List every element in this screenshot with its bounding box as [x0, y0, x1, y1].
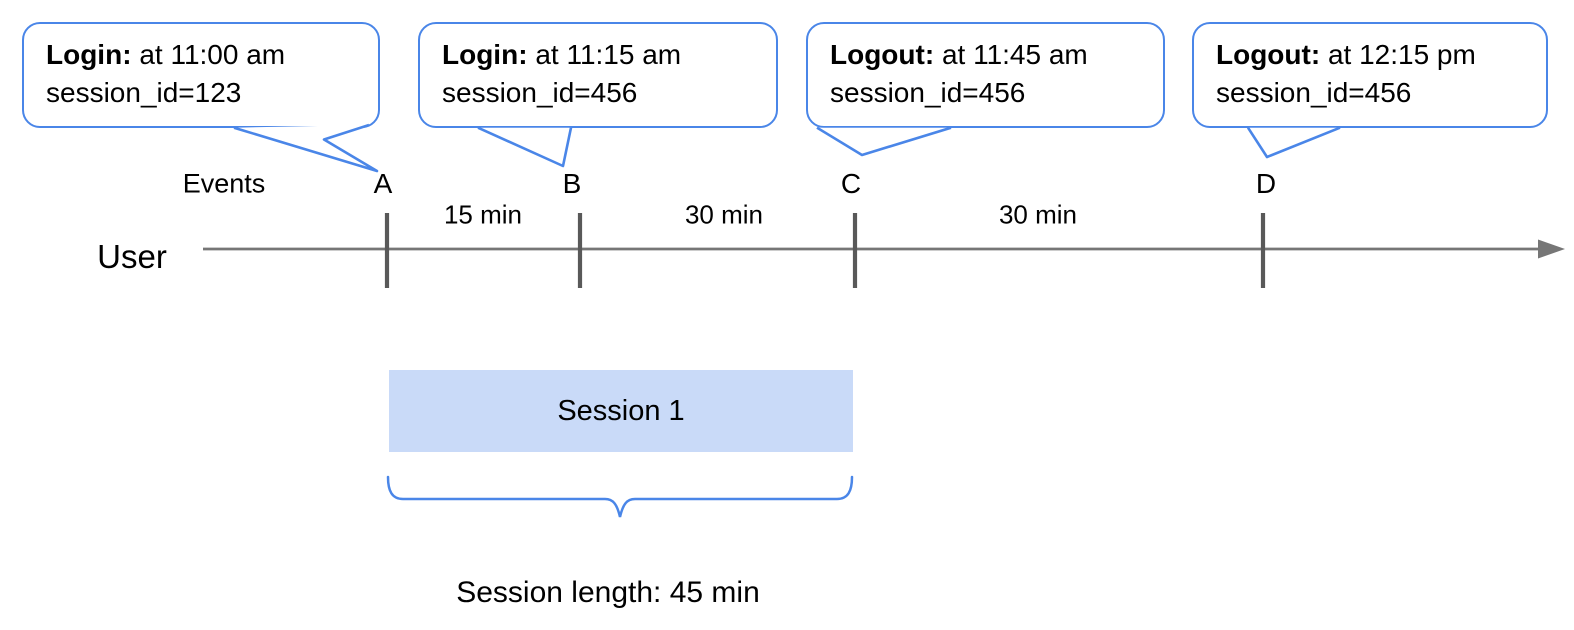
event-time: at 11:45 am: [941, 39, 1088, 70]
event-time: at 11:15 am: [535, 39, 682, 70]
callout-line-1: Login: at 11:00 am: [46, 36, 370, 74]
event-session-id: session_id=456: [830, 77, 1026, 108]
callout-tail-c: [816, 126, 952, 157]
session-length-label: Session length: 45 min: [456, 576, 760, 609]
callout-tail-d: [1246, 126, 1341, 159]
event-time: at 11:00 am: [139, 39, 286, 70]
event-letter-d: D: [1255, 168, 1277, 199]
callout-event-a: Login: at 11:00 am session_id=123: [22, 22, 380, 128]
events-label: Events: [182, 168, 266, 199]
event-session-id: session_id=456: [1216, 77, 1412, 108]
event-letter-b: B: [562, 168, 582, 199]
interval-label-bc: 30 min: [684, 199, 764, 230]
event-type-label: Logout:: [1216, 39, 1321, 70]
callout-tail-a: [233, 123, 379, 173]
event-time: at 12:15 pm: [1327, 39, 1476, 70]
interval-label-cd: 30 min: [998, 199, 1078, 230]
callout-event-c: Logout: at 11:45 am session_id=456: [806, 22, 1165, 128]
event-type-label: Logout:: [830, 39, 935, 70]
session-box-label: Session 1: [557, 394, 685, 427]
callout-line-1: Login: at 11:15 am: [442, 36, 768, 74]
timeline-arrowhead-icon: [1538, 239, 1565, 259]
session-length-brace: [386, 475, 854, 518]
callout-line-1: Logout: at 12:15 pm: [1216, 36, 1538, 74]
event-type-label: Login:: [442, 39, 528, 70]
interval-label-ab: 15 min: [443, 199, 523, 230]
event-session-id: session_id=123: [46, 77, 242, 108]
callout-tail-b: [477, 126, 573, 168]
session-box: Session 1: [389, 370, 853, 452]
event-type-label: Login:: [46, 39, 132, 70]
callout-event-d: Logout: at 12:15 pm session_id=456: [1192, 22, 1548, 128]
event-session-id: session_id=456: [442, 77, 638, 108]
callout-event-b: Login: at 11:15 am session_id=456: [418, 22, 778, 128]
event-letter-c: C: [840, 168, 862, 199]
event-letter-a: A: [373, 168, 393, 199]
timeline-row-label: User: [97, 238, 167, 275]
callout-line-1: Logout: at 11:45 am: [830, 36, 1155, 74]
